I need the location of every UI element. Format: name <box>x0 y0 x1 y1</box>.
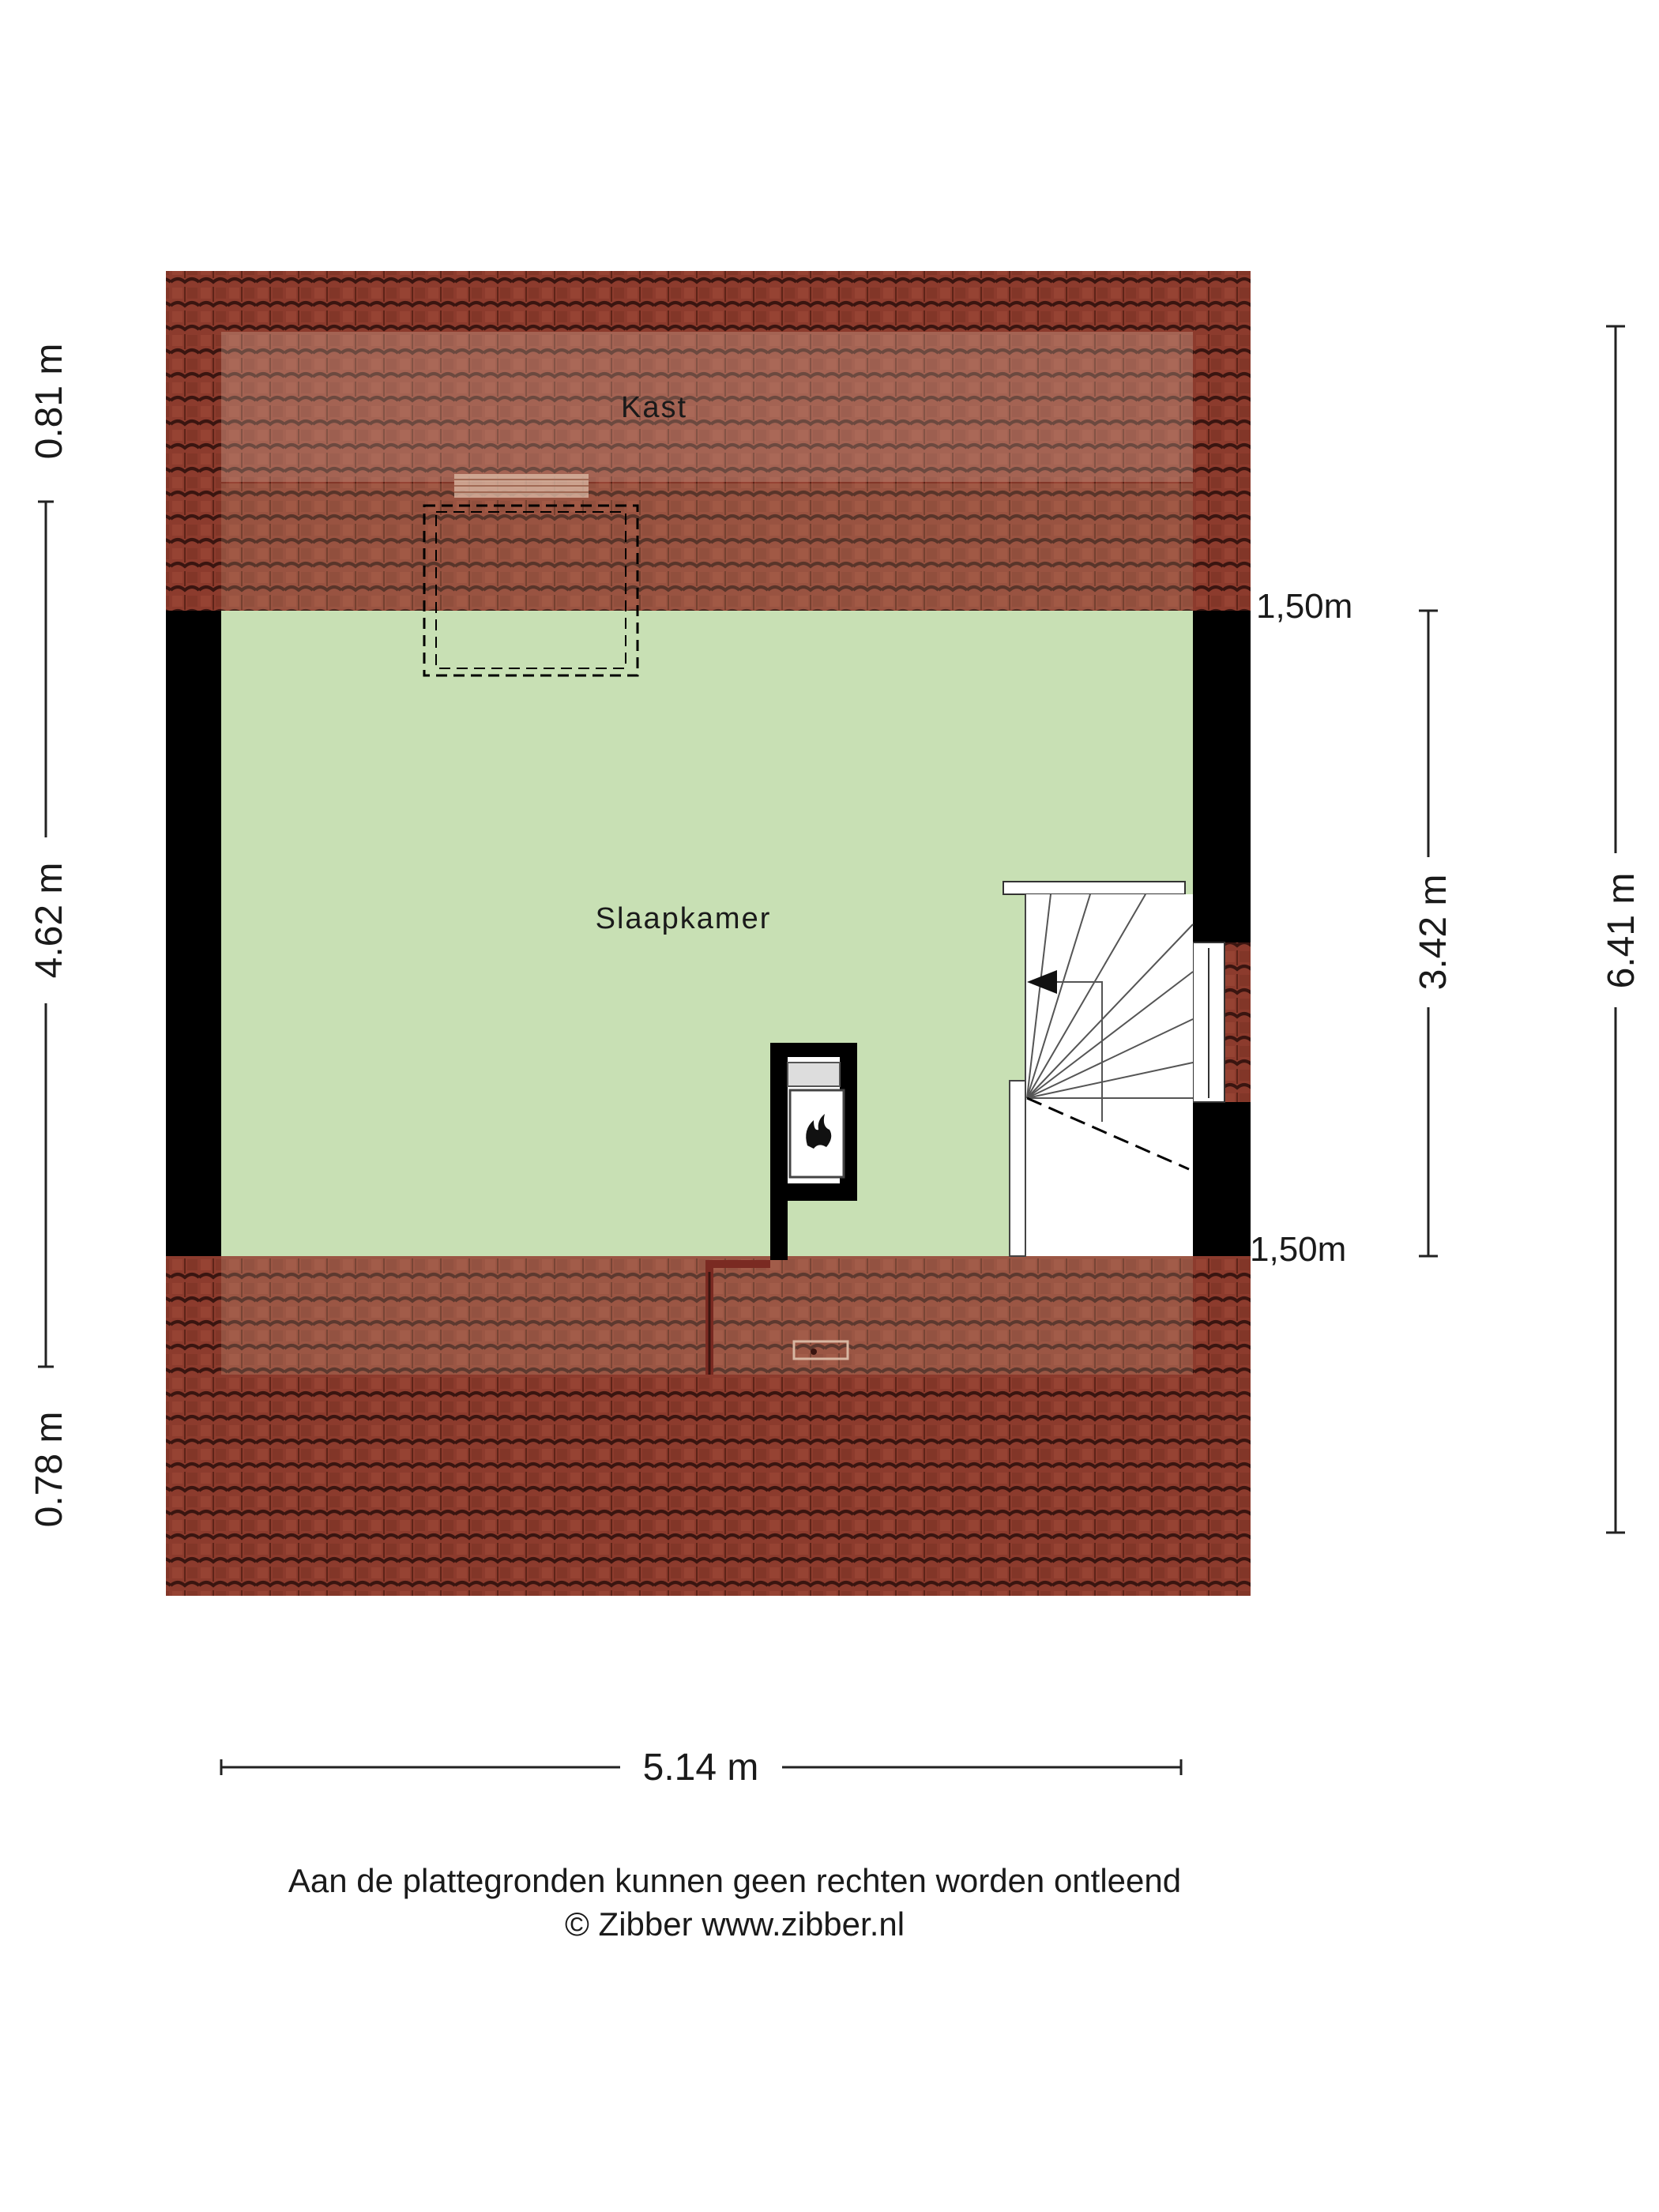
dim-left-bottom: 0.78 m <box>28 1412 70 1528</box>
stair-post <box>1009 1080 1026 1257</box>
stair-cap <box>1003 881 1186 895</box>
disclaimer-text: Aan de plattegronden kunnen geen rechten… <box>288 1862 1181 1899</box>
attic-top-overlay <box>221 483 1193 610</box>
stair-direction-arrow <box>1027 970 1057 994</box>
stairwell <box>1025 894 1193 1256</box>
closet-overlay <box>221 332 1193 482</box>
dim-bottom-width: 5.14 m <box>643 1747 759 1789</box>
dim-left-top: 0.81 m <box>28 344 70 460</box>
chimney-wall-bottom <box>770 1183 857 1201</box>
closet-label: Kast <box>621 391 687 424</box>
wall-left <box>166 611 221 1256</box>
fire-icon <box>806 1114 832 1149</box>
dim-bottom-lines <box>220 1759 1183 1775</box>
dim-right-total: 6.41 m <box>1601 873 1642 989</box>
hatch-grille-lines <box>454 479 589 493</box>
vent-dot <box>811 1349 817 1355</box>
dim-right-inner: 3.42 m <box>1413 875 1454 991</box>
height-bottom: 1,50m <box>1250 1230 1346 1269</box>
chimney-wall-top <box>770 1043 857 1057</box>
stair-dashed <box>1026 1097 1190 1171</box>
chimney-wall-left <box>770 1043 788 1260</box>
skylight-outline-outer <box>423 504 639 677</box>
wall-right-upper <box>1193 611 1251 942</box>
vent <box>792 1340 849 1360</box>
roof-top <box>166 271 1251 611</box>
bedroom-label: Slaapkamer <box>596 902 772 935</box>
dim-left-lines <box>38 500 54 1368</box>
skylight-outline-inner <box>435 511 626 669</box>
copyright-text: © Zibber www.zibber.nl <box>565 1905 905 1943</box>
dim-right-total-lines <box>1606 325 1625 1534</box>
height-top: 1,50m <box>1256 587 1352 626</box>
stair-treads <box>1026 893 1194 1122</box>
wall-right-lower <box>1193 1102 1251 1256</box>
dim-right-inner-lines <box>1419 609 1438 1258</box>
dim-left-middle: 4.62 m <box>28 863 70 979</box>
stove-top <box>787 1062 841 1087</box>
